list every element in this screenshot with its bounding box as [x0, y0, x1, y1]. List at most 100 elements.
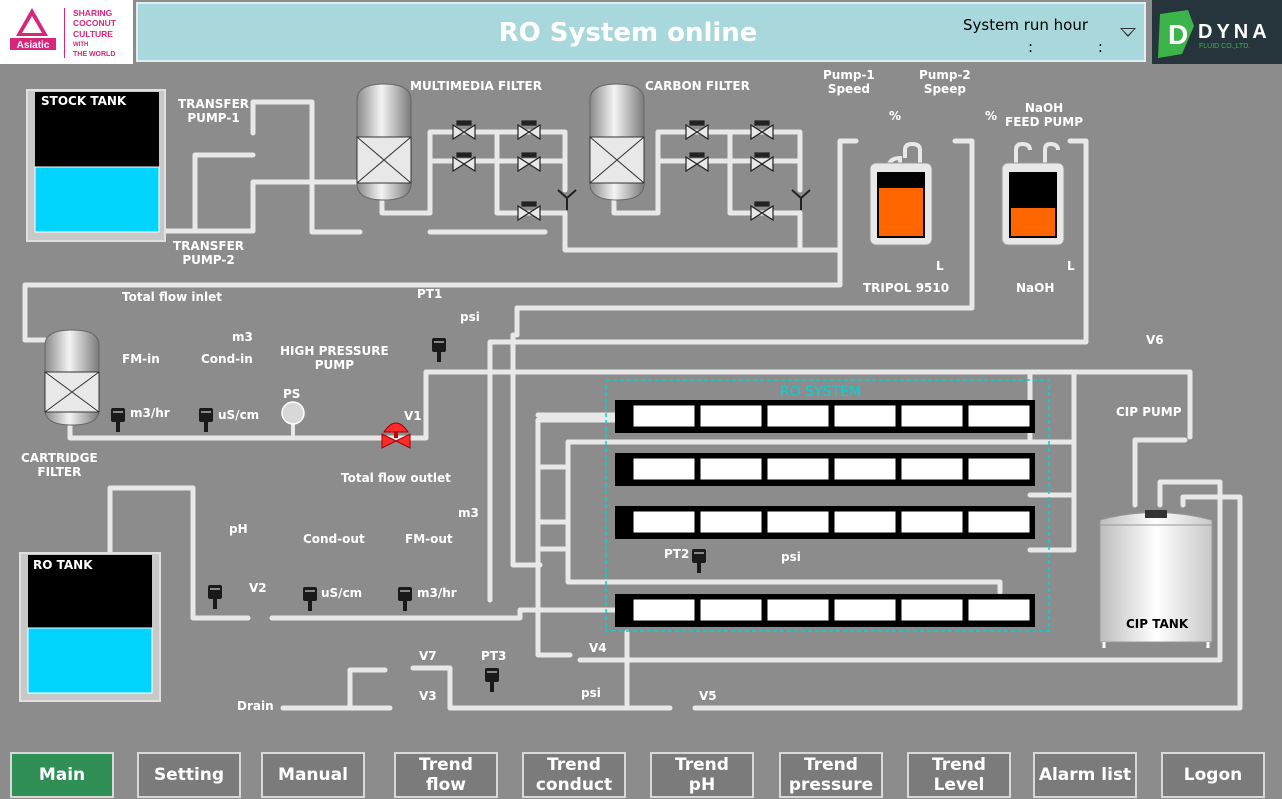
membrane-element [900, 404, 964, 428]
page-title: RO System online [498, 18, 758, 48]
pump2-speed-label: Pump-2 Speep [919, 68, 971, 96]
cip-pump-label: CIP PUMP [1116, 405, 1182, 419]
svg-text:SHARING: SHARING [73, 8, 113, 18]
membrane-element [833, 457, 897, 481]
transmitters [111, 338, 706, 692]
membrane-element [833, 510, 897, 534]
alarm-list-button[interactable]: Alarm list [1033, 752, 1137, 798]
membrane-element [699, 404, 763, 428]
carbon-filter-vessel [589, 83, 645, 201]
svg-text:COCONUT: COCONUT [73, 18, 117, 28]
ro-system-frame [605, 379, 1050, 632]
total-flow-inlet-unit: m3 [232, 330, 253, 344]
main-button[interactable]: Main [10, 752, 114, 798]
multimedia-filter-vessel [356, 83, 412, 201]
membrane-element [833, 404, 897, 428]
trend-level-button[interactable]: Trend Level [907, 752, 1011, 798]
ro-tank [19, 552, 161, 702]
dyna-brand: DYNA [1198, 21, 1271, 43]
v7-label: V7 [419, 649, 437, 663]
total-flow-outlet-label: Total flow outlet [341, 471, 451, 485]
process-diagram [19, 83, 1243, 711]
naoh-level-label: L [1067, 259, 1075, 273]
fm-out-label: FM-out [405, 532, 453, 546]
fm-out-unit: m3/hr [417, 586, 457, 600]
cartridge-filter-label: CARTRIDGE FILTER [21, 451, 98, 479]
fm-in-unit: m3/hr [130, 406, 170, 420]
membrane-cells [632, 404, 1031, 622]
membrane-element [632, 457, 696, 481]
filter-valves[interactable] [452, 120, 774, 222]
trend-conduct-button[interactable]: Trend conduct [522, 752, 626, 798]
pressure-switch [281, 401, 305, 438]
pt3-unit: psi [581, 686, 601, 700]
tripol-level-label: L [936, 259, 944, 273]
membrane-element [967, 598, 1031, 622]
trend-ph-button[interactable]: Trend pH [650, 752, 754, 798]
trend-pressure-button[interactable]: Trend pressure [779, 752, 883, 798]
ro-system-label: RO SYSTEM [780, 384, 861, 400]
v4-label: V4 [589, 641, 607, 655]
manual-button[interactable]: Manual [261, 752, 365, 798]
membrane-element [967, 510, 1031, 534]
asiatic-brand: Asiatic [17, 40, 50, 51]
transfer-pump-1-label: TRANSFER PUMP-1 [178, 97, 250, 125]
run-hour-value: : : [1028, 38, 1133, 56]
multimedia-filter-label: MULTIMEDIA FILTER [410, 79, 542, 93]
membrane-element [699, 457, 763, 481]
membrane-element [766, 457, 830, 481]
membrane-element [699, 598, 763, 622]
setting-button[interactable]: Setting [137, 752, 241, 798]
cond-in-label: Cond-in [201, 352, 253, 366]
dyna-sub: FLUID CO.,LTD. [1199, 43, 1250, 50]
tripol-label: TRIPOL 9510 [863, 281, 950, 295]
dyna-logo: D DYNA FLUID CO.,LTD. [1152, 0, 1282, 64]
cip-tank-label: CIP TANK [1126, 617, 1189, 631]
pump2-speed-unit: % [985, 109, 998, 123]
strainer-icons [557, 189, 811, 210]
pt1-unit: psi [460, 310, 480, 324]
ps-label: PS [283, 387, 301, 401]
membrane-element [699, 510, 763, 534]
naoh-feed-pump-label: NaOH FEED PUMP [1005, 101, 1084, 129]
pt2-label: PT2 [664, 547, 690, 561]
total-flow-inlet-label: Total flow inlet [122, 290, 223, 304]
stock-tank [26, 89, 166, 242]
asiatic-slogan: SHARING COCONUT CULTURE WITH THE WORLD [73, 8, 117, 58]
trend-flow-button[interactable]: Trend flow [394, 752, 498, 798]
logon-button[interactable]: Logon [1161, 752, 1265, 798]
membrane-element [900, 457, 964, 481]
pt3-label: PT3 [481, 649, 507, 663]
cip-tank [1099, 510, 1213, 648]
stock-tank-label: STOCK TANK [41, 94, 127, 108]
membrane-element [967, 457, 1031, 481]
svg-text:D: D [1168, 19, 1188, 50]
tripol-tank [869, 141, 933, 246]
membrane-element [900, 510, 964, 534]
cond-out-unit: uS/cm [321, 586, 363, 600]
hp-pump-label: HIGH PRESSURE PUMP [280, 344, 389, 372]
carbon-filter-label: CARBON FILTER [645, 79, 750, 93]
v2-label: V2 [249, 581, 267, 595]
v6-label: V6 [1146, 333, 1164, 347]
cond-out-label: Cond-out [303, 532, 365, 546]
naoh-label: NaOH [1016, 281, 1055, 295]
pump1-speed-unit: % [889, 109, 902, 123]
drain-label: Drain [237, 699, 274, 713]
naoh-tank [1001, 141, 1065, 246]
svg-text:THE WORLD: THE WORLD [73, 51, 115, 58]
title-bar: RO System online System run hour : : [136, 2, 1146, 62]
membrane-element [766, 404, 830, 428]
cartridge-filter-vessel [44, 329, 100, 426]
pipes [22, 99, 1243, 711]
chevron-down-icon[interactable] [1120, 28, 1136, 37]
transfer-pump-2-label: TRANSFER PUMP-2 [173, 239, 245, 267]
nav-bar: Main Setting Manual Trend flow Trend con… [0, 750, 1282, 799]
svg-text:CULTURE: CULTURE [73, 29, 113, 39]
membrane-element [967, 404, 1031, 428]
cond-in-unit: uS/cm [218, 408, 260, 422]
v1-label: V1 [404, 409, 422, 423]
pt1-label: PT1 [417, 287, 443, 301]
v1-valve-icon[interactable] [381, 422, 411, 449]
membrane-element [766, 510, 830, 534]
